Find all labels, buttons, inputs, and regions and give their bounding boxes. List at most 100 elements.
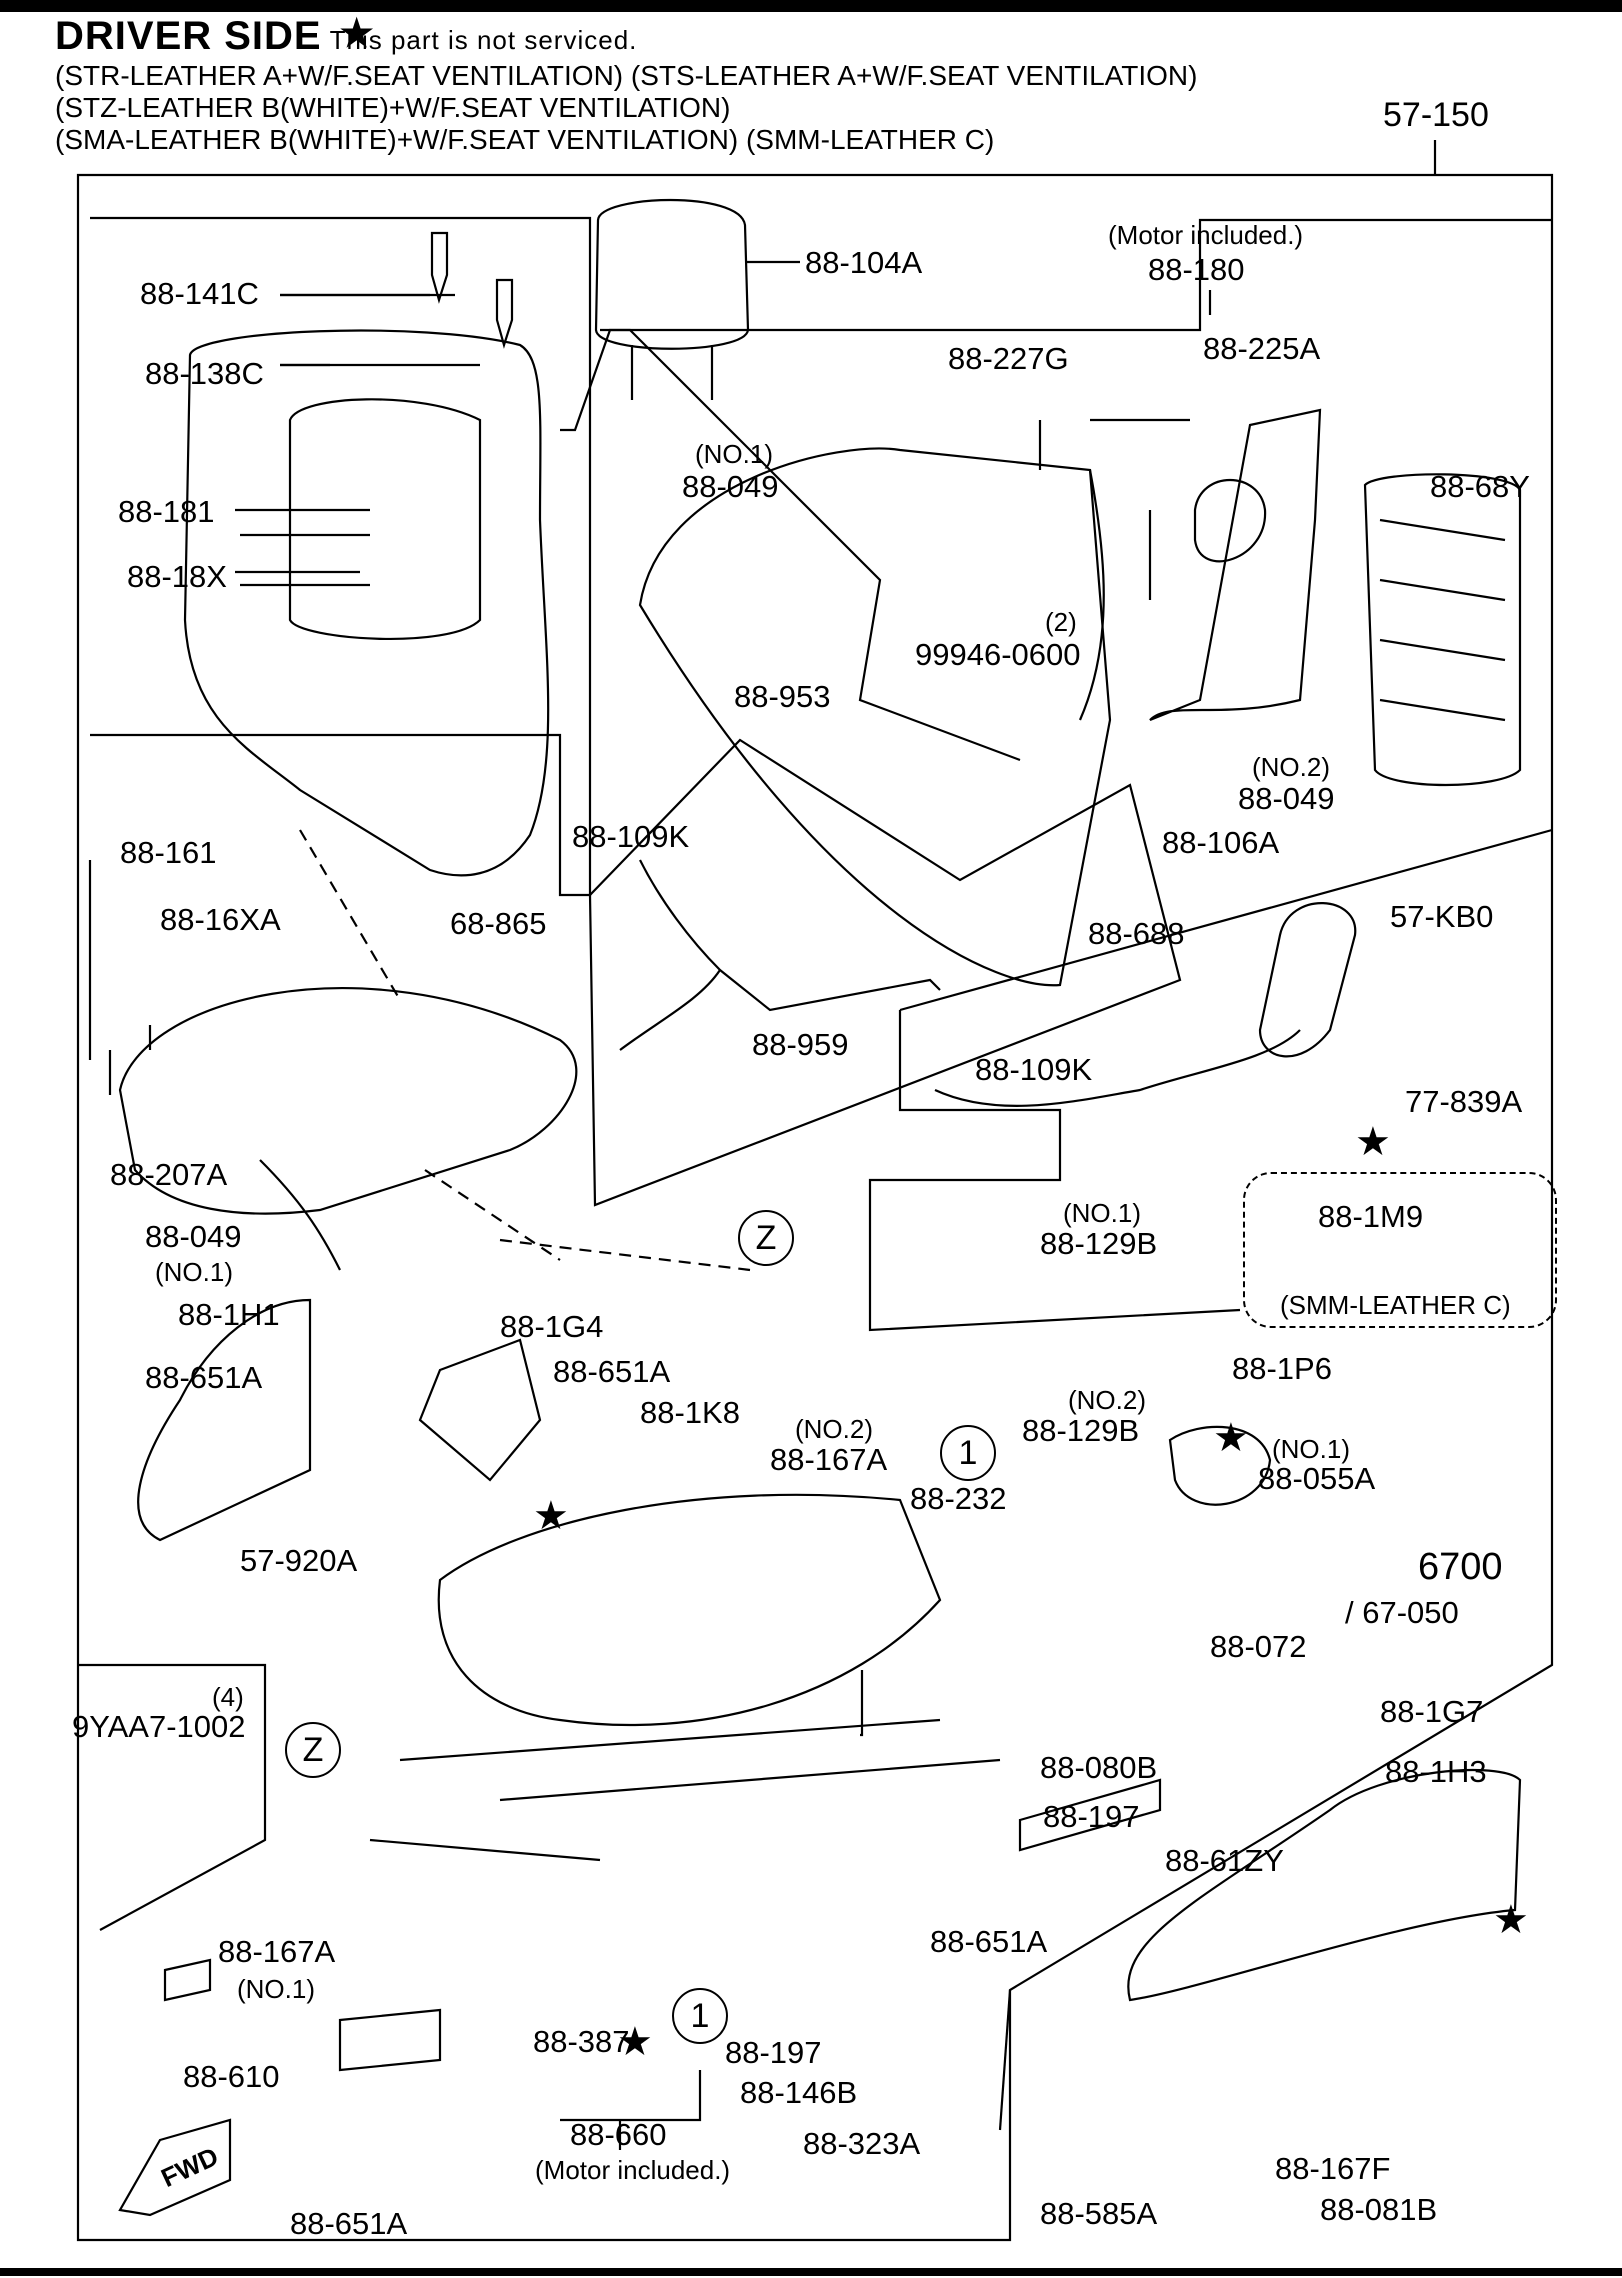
part-note: (2) [1045, 607, 1077, 637]
ref-page-number: / 67-050 [1345, 1595, 1459, 1630]
part-label: 88-651A [553, 1354, 671, 1389]
part-note: (Motor included.) [1108, 220, 1304, 250]
ref-page-number: 6700 [1418, 1546, 1503, 1588]
part-note: (NO.1) [1272, 1434, 1350, 1464]
part-label: 88-18X [127, 559, 227, 594]
part-label: 88-109K [572, 819, 690, 854]
seatback-frame-shape [638, 447, 1112, 987]
part-note: (SMM-LEATHER C) [1280, 1290, 1511, 1320]
part-label: 88-049 [145, 1219, 242, 1254]
part-label: 57-KB0 [1390, 899, 1494, 934]
part-label: 88-16XA [160, 902, 281, 937]
part-note: (NO.1) [695, 439, 773, 469]
part-label: 88-1H3 [1385, 1754, 1487, 1789]
part-label: 88-109K [975, 1052, 1093, 1087]
part-label: 88-081B [1320, 2192, 1438, 2227]
part-label: 88-651A [145, 1360, 263, 1395]
part-label: 88-387 [533, 2024, 630, 2059]
part-label: 88-61ZY [1165, 1843, 1284, 1878]
part-label: 88-1M9 [1318, 1199, 1424, 1234]
vent-fan-shape [1193, 478, 1267, 563]
part-label: 88-197 [725, 2035, 822, 2070]
part-label: 88-167A [770, 1442, 888, 1477]
legend-note: This part is not serviced. [329, 25, 638, 55]
variant-line-2: (STZ-LEATHER B(WHITE)+W/F.SEAT VENTILATI… [55, 92, 731, 123]
part-label: 88-1H1 [178, 1297, 280, 1332]
part-label: 88-660 [570, 2117, 667, 2152]
part-label: 57-920A [240, 1543, 358, 1578]
part-note: (NO.1) [237, 1974, 315, 2004]
part-label: 77-839A [1405, 1084, 1523, 1119]
side-shield-shape [1127, 1768, 1522, 2002]
part-label: 88-180 [1148, 252, 1245, 287]
part-label: 88-167A [218, 1934, 336, 1969]
variant-line-3: (SMA-LEATHER B(WHITE)+W/F.SEAT VENTILATI… [55, 124, 995, 155]
part-label: 88-585A [1040, 2196, 1158, 2231]
part-label: 88-1P6 [1232, 1351, 1332, 1386]
part-label: 88-68Y [1430, 469, 1530, 504]
part-label: 88-207A [110, 1157, 228, 1192]
part-note: (NO.1) [155, 1257, 233, 1287]
spring-mat-shape [1363, 473, 1522, 787]
not-serviced-star-icon: ★ [1493, 1898, 1529, 1942]
part-label: 88-651A [930, 1924, 1048, 1959]
part-label: 68-865 [450, 906, 547, 941]
seatback-cover-shape [183, 329, 550, 877]
part-note: (NO.2) [1252, 752, 1330, 782]
star-legend-icon: ★ [339, 13, 375, 55]
bottom-rule [0, 2268, 1622, 2276]
part-label: 88-225A [1203, 331, 1321, 366]
part-label: 88-1G7 [1380, 1694, 1484, 1729]
part-label: 88-080B [1040, 1750, 1158, 1785]
part-label: 88-181 [118, 494, 215, 529]
part-note: (NO.2) [1068, 1385, 1146, 1415]
top-rule [0, 0, 1622, 12]
part-label: 88-953 [734, 679, 831, 714]
part-label: 88-129B [1040, 1226, 1158, 1261]
part-label: 88-049 [1238, 781, 1335, 816]
part-label: 88-610 [183, 2059, 280, 2094]
reference-1-marker: 1 [940, 1425, 996, 1481]
seat-cushion-shape [118, 987, 578, 1215]
smm-leather-c-callout [1243, 1172, 1557, 1328]
title-text: DRIVER SIDE [55, 14, 322, 58]
part-note: (NO.1) [1063, 1198, 1141, 1228]
part-note: (NO.2) [795, 1414, 873, 1444]
part-label: 88-323A [803, 2126, 921, 2161]
part-note: (Motor included.) [535, 2155, 731, 2185]
reference-z-marker: Z [738, 1210, 794, 1266]
part-label: 99946-0600 [915, 637, 1081, 672]
part-note: (4) [212, 1682, 244, 1712]
not-serviced-star-icon: ★ [1355, 1120, 1391, 1164]
not-serviced-star-icon: ★ [1213, 1416, 1249, 1460]
airbag-shape [1258, 902, 1357, 1058]
reference-z-marker: Z [285, 1722, 341, 1778]
part-label: 88-161 [120, 835, 217, 870]
part-label: 88-129B [1022, 1413, 1140, 1448]
part-label: 88-104A [805, 245, 923, 280]
seat-frame-shape [437, 1493, 942, 1726]
part-label: 88-959 [752, 1027, 849, 1062]
part-label: 88-146B [740, 2075, 858, 2110]
part-label: 9YAA7-1002 [72, 1709, 246, 1744]
part-label: 88-055A [1258, 1461, 1376, 1496]
variant-line-1: (STR-LEATHER A+W/F.SEAT VENTILATION) (ST… [55, 60, 1198, 91]
part-label: 88-651A [290, 2206, 408, 2241]
part-label: 88-1K8 [640, 1395, 740, 1430]
harness-box [588, 738, 1182, 1207]
part-label: 88-049 [682, 469, 779, 504]
headrest-shape [594, 198, 750, 350]
reference-1-marker: 1 [672, 1988, 728, 2044]
part-label: 88-072 [1210, 1629, 1307, 1664]
not-serviced-star-icon: ★ [617, 2020, 653, 2064]
shield-left-shape [137, 1298, 312, 1542]
part-label: 88-138C [145, 356, 264, 391]
part-label: 88-688 [1088, 916, 1185, 951]
part-label: 88-232 [910, 1481, 1007, 1516]
part-label: 88-141C [140, 276, 259, 311]
diagram-title: DRIVER SIDE ★This part is not serviced. [55, 14, 637, 59]
part-label: 88-106A [1162, 825, 1280, 860]
not-serviced-star-icon: ★ [533, 1494, 569, 1538]
part-label: 88-167F [1275, 2151, 1391, 2186]
